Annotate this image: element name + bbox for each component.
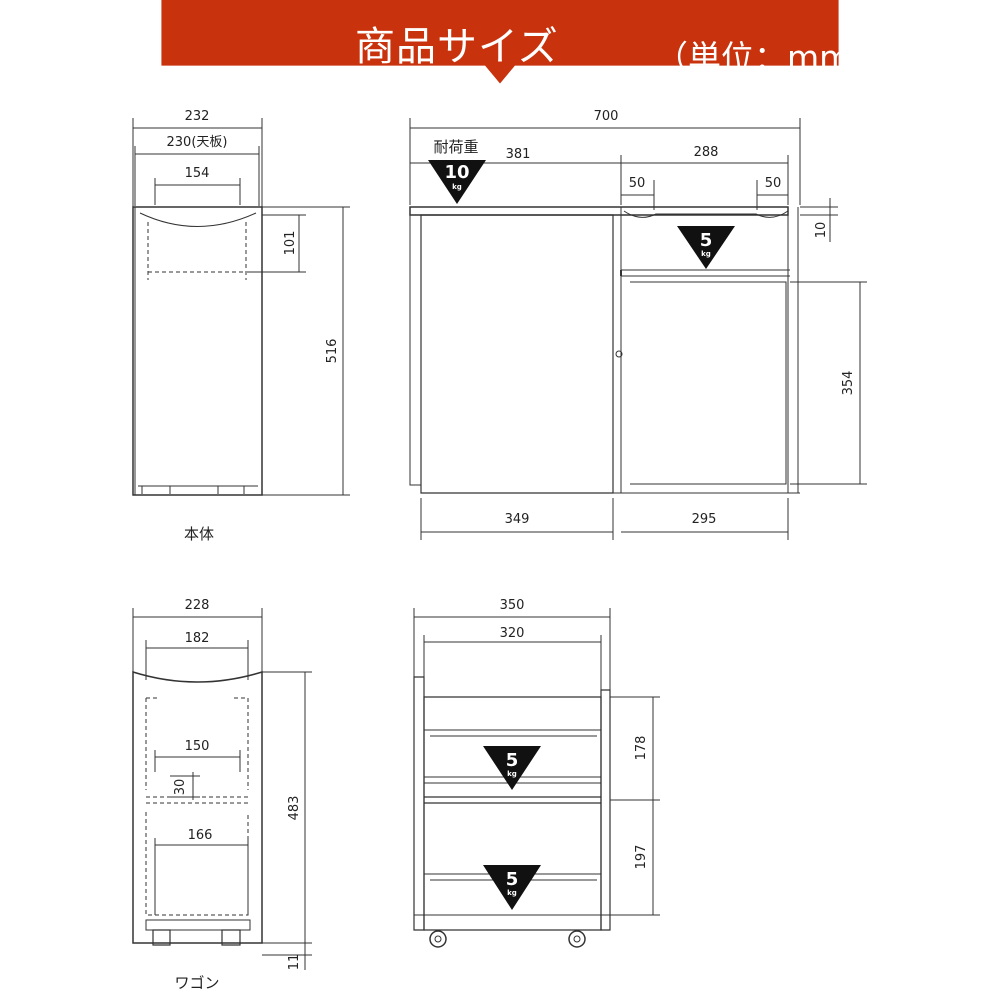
main-unit-label: 本体 (184, 525, 214, 543)
dim-wagon-front-lower-height: 197 (634, 845, 649, 870)
wagon-label: ワゴン (174, 974, 219, 992)
load-top-unit: kg (452, 183, 462, 191)
dim-front-handle-right: 50 (765, 176, 782, 191)
dim-wagon-front-inner-width: 320 (500, 626, 525, 641)
header-banner (161, 0, 839, 84)
page-title: 商品サイズ (355, 24, 559, 70)
dim-front-inner-height: 354 (841, 371, 856, 396)
load-wagon-upper-unit: kg (507, 770, 517, 778)
dim-front-bottom-right: 295 (692, 512, 717, 527)
load-shelf-unit: kg (701, 250, 711, 258)
load-shelf-value: 5 (700, 230, 713, 251)
load-caption: 耐荷重 (433, 138, 478, 156)
dim-wagon-lower-width: 166 (188, 828, 213, 843)
dim-wagon-handle-width: 182 (185, 631, 210, 646)
dim-main-handle-depth: 101 (283, 231, 298, 256)
dim-main-handle-width: 154 (185, 166, 210, 181)
load-wagon-lower-value: 5 (506, 869, 519, 890)
dim-main-height: 516 (325, 339, 340, 364)
dim-front-total-width: 700 (594, 109, 619, 124)
dim-wagon-front-outer-width: 350 (500, 598, 525, 613)
load-weight-triangle-shelf: 5 kg (677, 226, 735, 269)
dim-wagon-outer-width: 228 (185, 598, 210, 613)
wagon-side-view: 228 182 150 30 166 483 11 ワゴン (132, 598, 312, 992)
main-unit-side-view: 232 230(天板) 154 101 516 本体 (132, 109, 350, 543)
dim-main-top-board: 230(天板) (167, 135, 228, 150)
dim-front-bottom-left: 349 (505, 512, 530, 527)
main-unit-front-view: 700 381 288 50 50 10 354 349 295 (409, 109, 867, 540)
load-wagon-lower-unit: kg (507, 889, 517, 897)
load-top-value: 10 (444, 162, 469, 183)
dim-front-top-gap: 10 (814, 222, 829, 239)
dim-front-right-width: 288 (694, 145, 719, 160)
load-weight-triangle-wagon-lower: 5 kg (483, 865, 541, 910)
dim-wagon-inner-width: 150 (185, 739, 210, 754)
load-wagon-upper-value: 5 (506, 750, 519, 771)
unit-label: （単位：mm） (655, 38, 885, 77)
load-weight-triangle-wagon-upper: 5 kg (483, 746, 541, 790)
wagon-front-view: 350 320 178 197 5 kg 5 kg (413, 598, 660, 948)
load-weight-triangle-top: 10 kg (428, 160, 486, 204)
dim-wagon-slot-height: 30 (173, 779, 188, 796)
dim-front-handle-left: 50 (629, 176, 646, 191)
dim-front-left-width: 381 (506, 147, 531, 162)
dim-wagon-caster-gap: 11 (287, 954, 302, 971)
dim-wagon-front-upper-height: 178 (634, 736, 649, 761)
dim-wagon-height: 483 (287, 796, 302, 821)
dim-main-outer-width: 232 (185, 109, 210, 124)
